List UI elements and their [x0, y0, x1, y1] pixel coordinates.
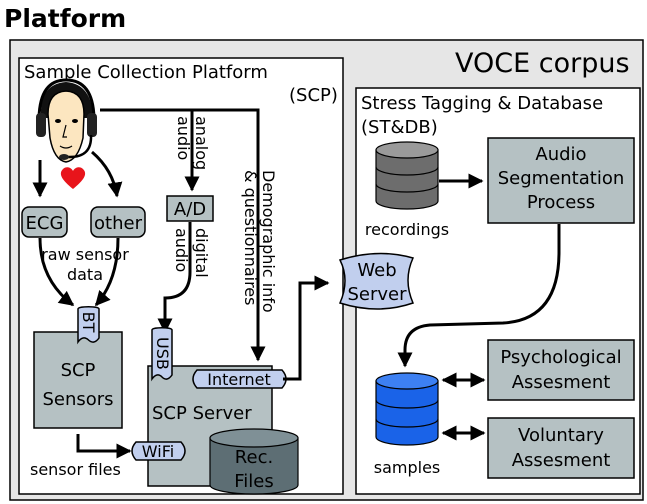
usb-port: [151, 327, 173, 382]
samples-label: samples: [374, 458, 441, 477]
web-server-label-1: Web: [357, 260, 396, 281]
internet-port: [192, 369, 287, 389]
bt-label: BT: [79, 312, 98, 333]
samples-db-icon: [375, 372, 439, 446]
scp-server-label: SCP Server: [152, 403, 252, 424]
scp-abbr: (SCP): [289, 85, 338, 106]
audio-label-2: audio: [172, 228, 191, 272]
stdb-title: Stress Tagging & Database: [361, 93, 603, 114]
bt-port: [77, 306, 100, 345]
other-sensor-box: [90, 206, 146, 238]
arrow-sensors-wifi: [76, 434, 132, 459]
voluntary-label-1: Voluntary: [518, 425, 604, 446]
stdb-abbr: (ST&DB): [361, 117, 438, 138]
ad-converter-box: [166, 195, 214, 222]
internet-label: Internet: [207, 370, 271, 389]
wifi-port: [131, 441, 186, 461]
recordings-db-icon: [375, 141, 439, 210]
audio-label-1: audio: [174, 116, 193, 160]
psych-box: [487, 339, 635, 401]
rec-files-label-1: Rec.: [235, 447, 273, 468]
wifi-label: WiFi: [142, 442, 174, 461]
analog-label: analog: [192, 116, 211, 170]
demographic-label-1: Demographic info: [259, 170, 278, 313]
psych-label-2: Assesment: [512, 372, 611, 393]
arrow-digital-audio: [157, 222, 192, 334]
segmentation-label-2: Segmentation: [498, 168, 625, 189]
segmentation-box: [487, 137, 635, 224]
voluntary-box: [487, 417, 635, 479]
scp-sensors-label-2: Sensors: [42, 389, 113, 410]
arrow-person-other: [91, 150, 123, 198]
demographic-label-2: & questionnaires: [241, 170, 260, 305]
arrow-demographic-info: [100, 108, 266, 362]
sensor-files-label: sensor files: [30, 460, 121, 479]
ad-label: A/D: [174, 199, 206, 220]
arrow-internet-webserver: [283, 275, 330, 381]
segmentation-label-3: Process: [527, 192, 595, 213]
rec-files-db-icon: [209, 428, 299, 495]
recordings-label: recordings: [365, 220, 449, 239]
scp-sensors-label-1: SCP: [61, 360, 96, 381]
arrow-ecg-sensors: [38, 237, 75, 307]
digital-label: digital: [192, 228, 211, 278]
other-sensor-label: other: [94, 213, 143, 234]
scp-sensors-box: [33, 331, 123, 429]
web-server-shape: [338, 252, 415, 310]
raw-sensor-label-1: raw sensor: [41, 245, 129, 264]
voce-corpus-title: VOCE corpus: [455, 48, 630, 79]
usb-label: USB: [153, 337, 172, 370]
web-server-label-2: Server: [347, 284, 407, 305]
segmentation-label-1: Audio: [535, 144, 586, 165]
rec-files-label-2: Files: [234, 471, 274, 492]
arrow-other-sensors: [94, 237, 120, 307]
heart-icon: [60, 167, 86, 189]
psych-label-1: Psychological: [500, 347, 621, 368]
raw-sensor-label-2: data: [67, 265, 103, 284]
ecg-box: [21, 206, 68, 238]
arrow-segmentation-samples: [397, 224, 561, 368]
page-title: Platform: [4, 4, 126, 33]
scp-title: Sample Collection Platform: [24, 62, 268, 83]
ecg-label: ECG: [26, 213, 64, 234]
user-headset-icon: [36, 78, 97, 163]
voluntary-label-2: Assesment: [512, 450, 611, 471]
